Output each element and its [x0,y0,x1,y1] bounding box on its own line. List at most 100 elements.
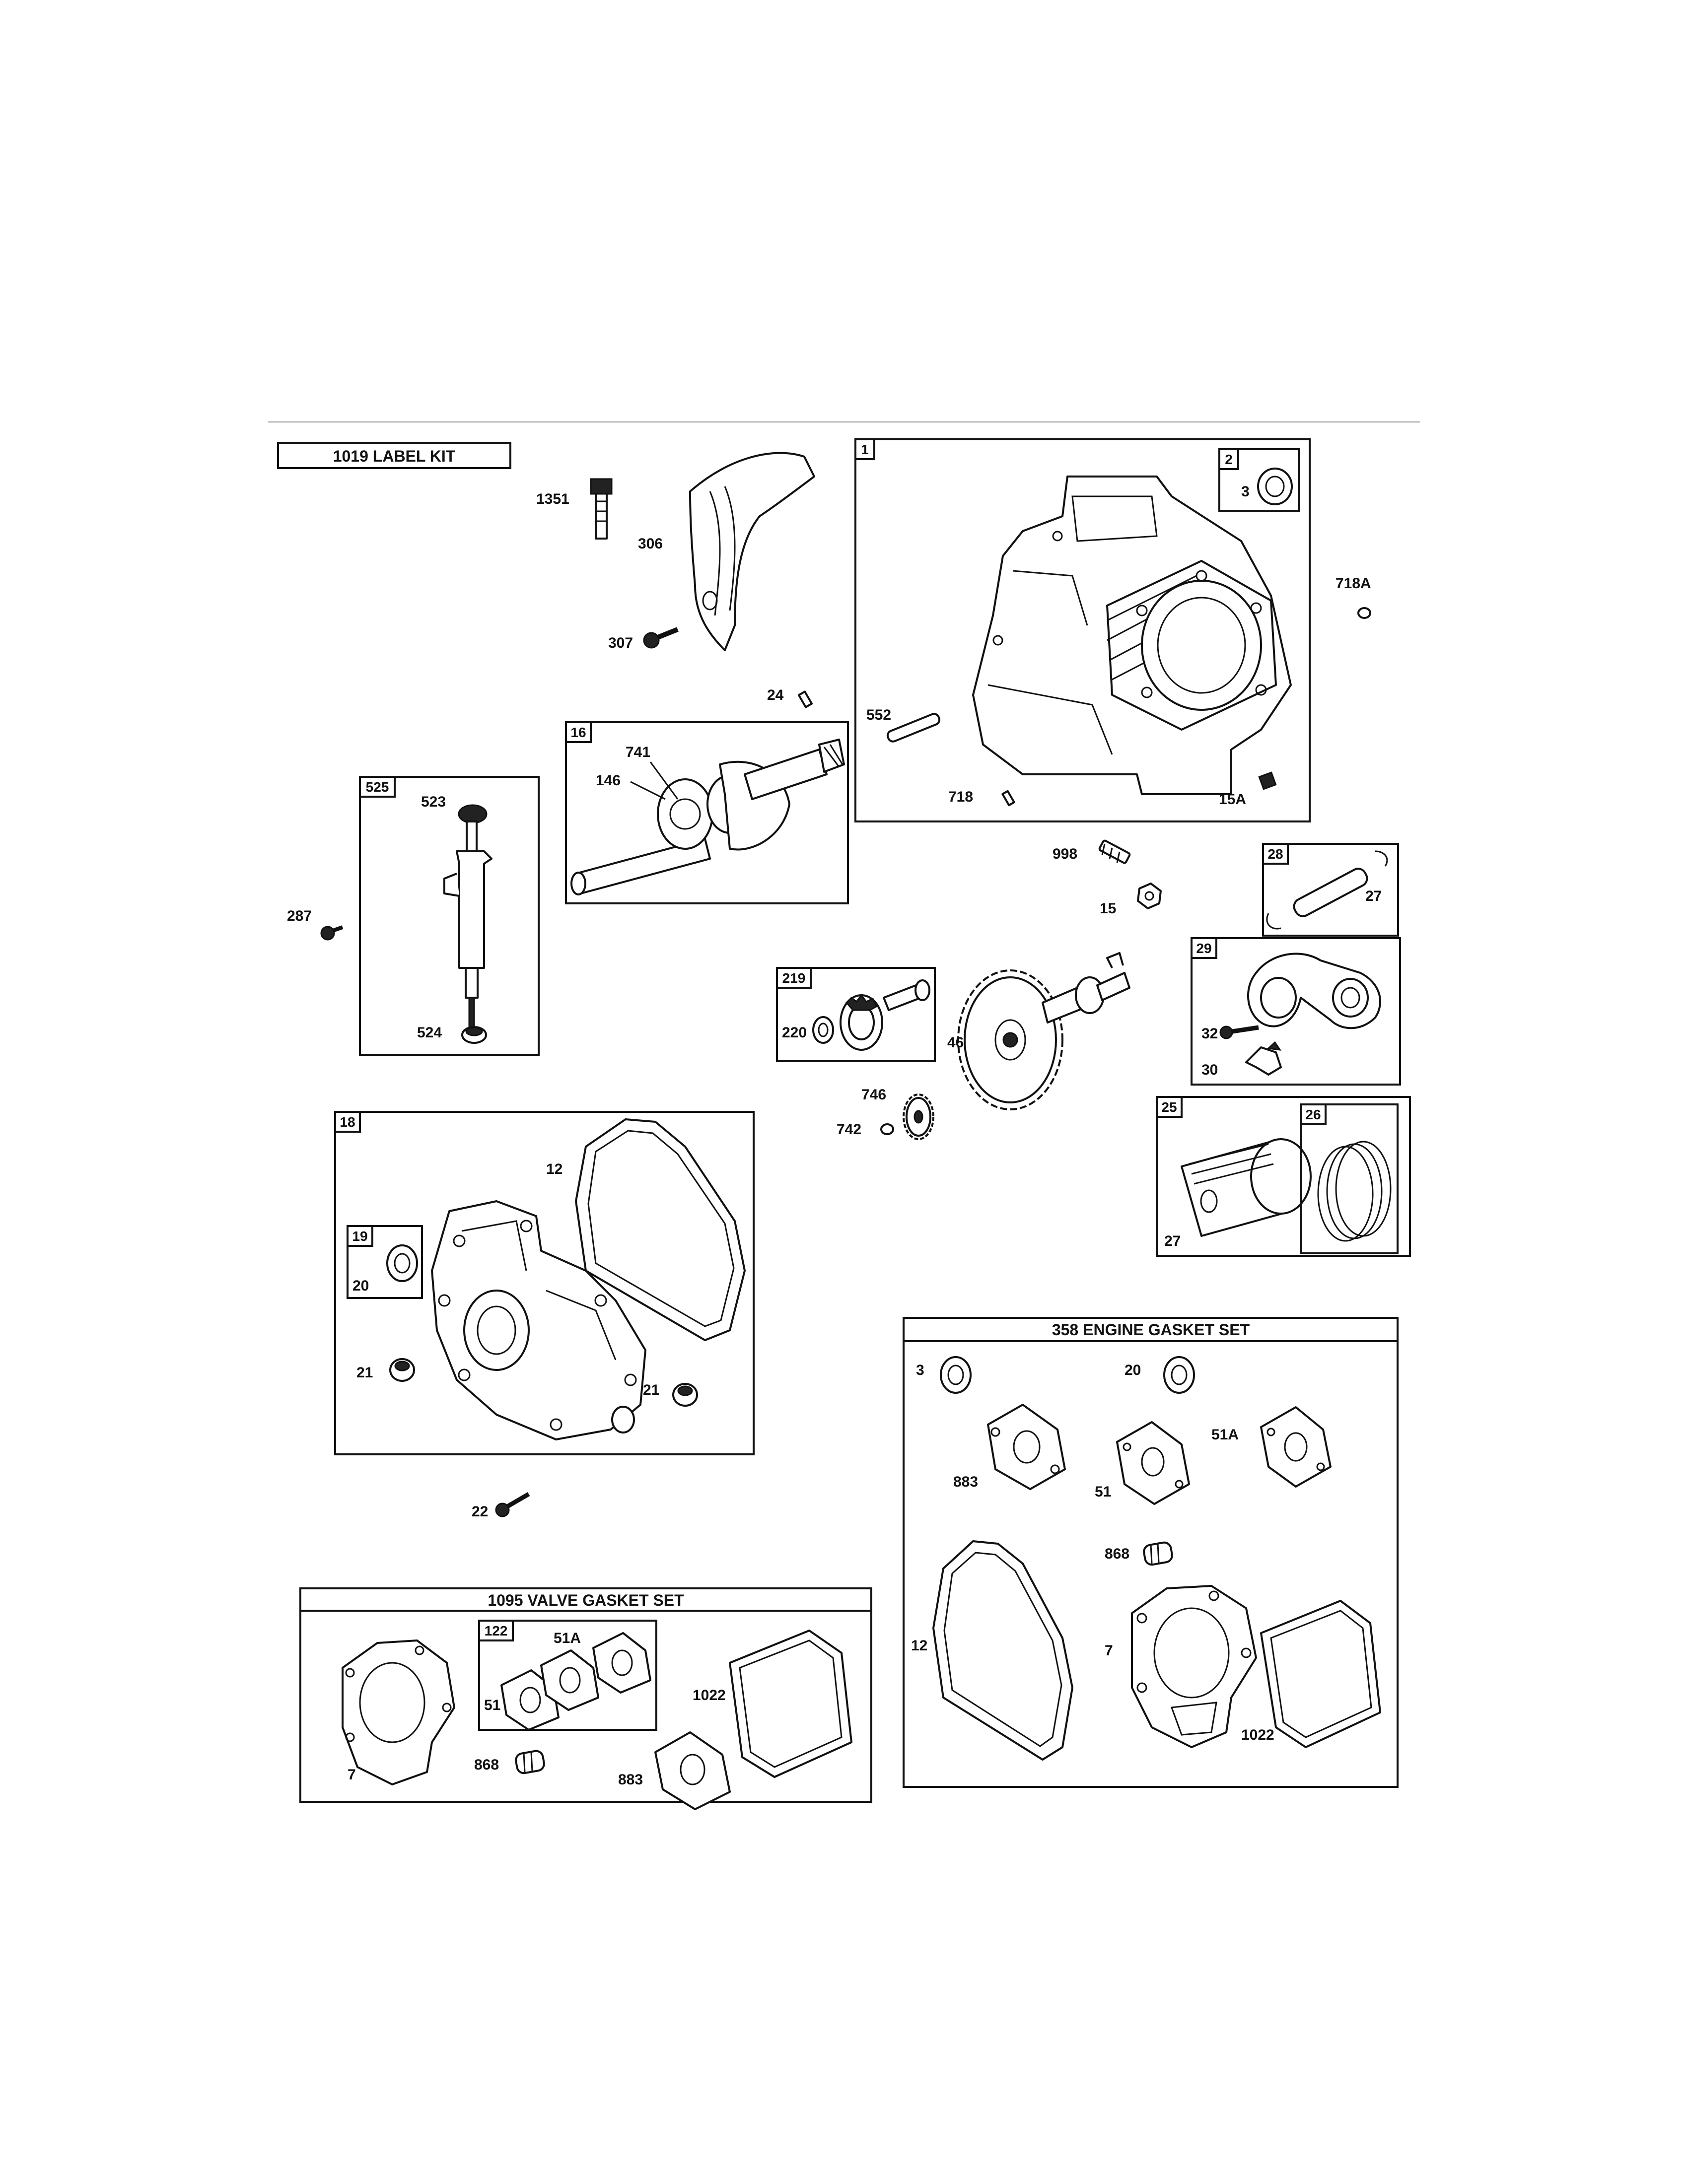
engine-gasket-set-box [903,1317,1399,1788]
shroud-306 [689,452,815,651]
rocker-cover-gasket-e1022 [1260,1600,1381,1748]
screw-287 [320,925,344,941]
stud-1351 [590,478,613,540]
gasket-e51 [1116,1421,1190,1505]
callout-24: 24 [767,687,784,703]
callout-e51A: 51A [1211,1427,1239,1443]
callout-32: 32 [1201,1025,1218,1042]
callout-v51: 51 [484,1697,500,1713]
bolt-22 [495,1492,530,1517]
callout-307: 307 [608,635,633,651]
group-18-tag [334,1111,361,1133]
crankcase-cover [431,1200,646,1440]
tube-552 [886,713,941,743]
gasket-e51A [1260,1406,1332,1488]
group-1-tag [854,438,875,460]
leader-741 [649,761,679,800]
callout-718A: 718A [1336,575,1371,592]
dipstick-tube [443,804,492,1028]
dowel-718A [1357,607,1371,619]
group-16-box [565,721,849,904]
callout-v51A: 51A [554,1630,581,1646]
bolt-307 [643,627,679,649]
oil-seal-3 [1257,468,1293,505]
group-219-label: 219 [782,970,806,986]
group-18-box [334,1111,755,1455]
group-26-tag [1300,1103,1327,1125]
piston-rings [1317,1141,1392,1242]
rocker-cover-gasket-v1022 [729,1630,852,1778]
callout-e51: 51 [1095,1484,1111,1500]
group-19-label: 19 [352,1228,367,1244]
group-2-box [1218,448,1300,512]
cylinder-block [972,476,1292,795]
stud-998 [1098,839,1131,864]
group-29-label: 29 [1196,941,1211,956]
nut-15 [1137,883,1162,909]
crankshaft [570,739,845,895]
group-122-box [478,1620,657,1731]
group-122-label: 122 [485,1623,508,1638]
callout-742: 742 [837,1121,861,1138]
gasket-v51A [592,1632,651,1694]
callout-146: 146 [596,772,621,789]
group-16-tag [565,721,592,743]
group-25-label: 25 [1161,1099,1177,1115]
callout-287: 287 [287,908,312,924]
piston [1181,1138,1312,1237]
dipper-30 [1245,1041,1282,1076]
dowel-718 [1001,790,1015,807]
callout-20a: 20 [352,1278,369,1294]
valve-gasket-set-title: 1095 VALVE GASKET SET [488,1591,684,1609]
gasket-v883 [654,1731,731,1810]
group-26-label: 26 [1305,1107,1321,1122]
callout-27b: 27 [1164,1233,1181,1249]
bolt-32 [1219,1025,1259,1039]
callout-e3: 3 [916,1362,924,1378]
group-25-tag [1156,1096,1183,1118]
label-kit-title: 1019 LABEL KIT [333,447,456,465]
group-1-box [854,438,1311,822]
group-28-box [1262,843,1399,937]
callout-27a: 27 [1365,888,1382,904]
group-122-tag [478,1620,514,1641]
callout-524: 524 [417,1024,442,1041]
plug-e868 [1143,1541,1173,1566]
callout-220: 220 [782,1024,807,1041]
pin-24 [797,690,813,708]
group-2-label: 2 [1225,452,1233,467]
group-219-tag [776,967,812,989]
plug-21a [389,1358,415,1382]
gasket-12-cover [575,1118,746,1341]
callout-552: 552 [866,707,891,723]
seal-e3 [940,1356,972,1394]
engine-gasket-set-title: 358 ENGINE GASKET SET [1052,1321,1250,1339]
label-kit-box [277,442,511,469]
callout-21a: 21 [356,1365,373,1381]
callout-21b: 21 [643,1382,659,1398]
callout-e1022: 1022 [1241,1727,1274,1743]
group-219-box [776,967,936,1062]
callout-998: 998 [1053,846,1077,862]
callout-22: 22 [472,1503,488,1520]
callout-v883: 883 [618,1772,643,1788]
callout-v868: 868 [474,1757,499,1773]
callout-15: 15 [1100,900,1116,917]
plug-21b [672,1383,698,1407]
group-28-label: 28 [1267,846,1283,862]
head-gasket-e7 [1131,1585,1257,1748]
callout-1351: 1351 [536,491,569,507]
leader-146 [630,781,666,800]
callout-3: 3 [1241,483,1250,500]
gear-746 [903,1093,934,1140]
group-29-box [1191,937,1401,1086]
callout-e883: 883 [953,1474,978,1490]
callout-523: 523 [421,794,446,810]
group-29-tag [1191,937,1217,959]
grommet-524 [461,1026,487,1044]
group-19-box [347,1225,423,1299]
group-1-label: 1 [861,442,869,457]
group-2-tag [1218,448,1239,470]
callout-v7: 7 [348,1767,356,1783]
